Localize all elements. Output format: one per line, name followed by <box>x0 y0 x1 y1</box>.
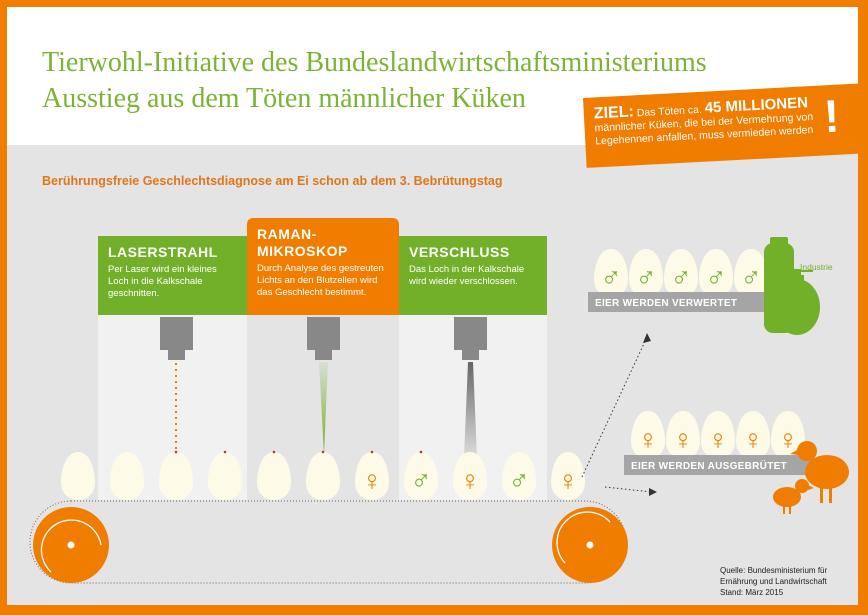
egg-female: ♀ <box>771 411 805 459</box>
egg-male: ♂ <box>699 249 733 297</box>
egg-female: ♀ <box>736 411 770 459</box>
egg-male: ♂ <box>594 249 628 297</box>
male-symbol-icon: ♂ <box>411 465 432 496</box>
egg-male: ♂ <box>502 452 536 500</box>
male-symbol-icon: ♂ <box>741 262 762 293</box>
arrow-to-hatch <box>604 486 653 493</box>
source-line: Ernährung und Landwirtschaft <box>720 577 827 586</box>
egg-male: ♂ <box>629 249 663 297</box>
female-symbol-icon: ♀ <box>460 465 481 496</box>
egg <box>306 450 340 500</box>
bar-male <box>588 292 778 312</box>
goal-label: ZIEL: <box>593 103 635 123</box>
male-symbol-icon: ♂ <box>636 262 657 293</box>
closure-beam <box>464 362 477 457</box>
egg <box>110 452 144 500</box>
male-symbol-icon: ♂ <box>601 262 622 293</box>
egg <box>159 450 193 500</box>
roller-left <box>33 507 109 583</box>
egg-male: ♂ <box>664 249 698 297</box>
female-symbol-icon: ♀ <box>362 465 383 496</box>
step-text: Durch Analyse des gestreuten Lichts an d… <box>257 263 384 298</box>
egg <box>257 450 291 500</box>
egg-female: ♀ <box>453 452 487 500</box>
egg-female: ♀ <box>551 452 585 500</box>
title-line-1: Tierwohl-Initiative des Bundeslandwirtsc… <box>42 47 707 78</box>
raman-beam <box>319 362 328 455</box>
roller-right <box>552 507 628 583</box>
bar-female-label: EIER WERDEN AUSGEBRÜTET <box>631 459 787 472</box>
female-symbol-icon: ♀ <box>743 424 764 455</box>
female-symbol-icon: ♀ <box>558 465 579 496</box>
source-date: Stand: März 2015 <box>720 588 784 597</box>
chicks-icon <box>773 441 849 514</box>
bar-male-label: EIER WERDEN VERWERTET <box>595 298 737 309</box>
egg-female: ♀ <box>355 450 389 500</box>
male-symbol-icon: ♂ <box>509 465 530 496</box>
egg-male: ♂ <box>404 450 438 500</box>
female-symbol-icon: ♀ <box>708 424 729 455</box>
industry-label: Industrie <box>800 262 833 272</box>
industry-bottles-icon <box>764 237 820 335</box>
bar-female <box>624 455 814 475</box>
arrow-to-industry <box>581 336 648 478</box>
exclamation-icon: ! <box>822 89 841 143</box>
female-symbol-icon: ♀ <box>673 424 694 455</box>
female-symbol-icon: ♀ <box>638 424 659 455</box>
egg-female: ♀ <box>701 411 735 459</box>
egg <box>61 452 95 500</box>
step-text: Per Laser wird ein kleines Loch in die K… <box>108 264 217 299</box>
raman-device <box>307 317 340 360</box>
step-title: VERSCHLUSS <box>409 244 510 260</box>
egg-female: ♀ <box>666 411 700 459</box>
male-symbol-icon: ♂ <box>706 262 727 293</box>
conveyor-belt <box>29 500 627 584</box>
female-symbol-icon: ♀ <box>778 424 799 455</box>
step-title: RAMAN-MIKROSKOP <box>257 226 348 259</box>
egg-female: ♀ <box>631 411 665 459</box>
process-graphic: ♀ ♂ ♀ ♂ ♀ ♂ ♂ ♂ ♂ ♂ ♀ ♀ ♀ ♀ ♀ EIER WERDEN VERWERTET E… <box>29 237 849 584</box>
title-line-2: Ausstieg aus dem Töten männlicher Küken <box>42 83 526 114</box>
egg-male: ♂ <box>734 249 768 297</box>
step-text: Das Loch in der Kalkschale wird wieder v… <box>409 264 525 287</box>
step-laser: LASERSTRAHL Per Laser wird ein kleines L… <box>98 236 247 315</box>
egg <box>208 450 242 500</box>
male-symbol-icon: ♂ <box>671 262 692 293</box>
source-line: Quelle: Bundesministerium für <box>720 566 828 575</box>
laser-device <box>160 317 193 360</box>
step-title: LASERSTRAHL <box>108 244 218 260</box>
goal-banner: ZIEL: Das Töten ca. 45 MILLIONEN männlic… <box>583 82 868 168</box>
step-raman: RAMAN-MIKROSKOP Durch Analyse des gestre… <box>247 218 399 315</box>
subtitle: Berührungsfreie Geschlechtsdiagnose am E… <box>42 174 503 188</box>
step-closure: VERSCHLUSS Das Loch in der Kalkschale wi… <box>399 236 547 315</box>
closure-device <box>454 317 487 360</box>
source-note: Quelle: Bundesministerium für Ernährung … <box>720 565 827 598</box>
